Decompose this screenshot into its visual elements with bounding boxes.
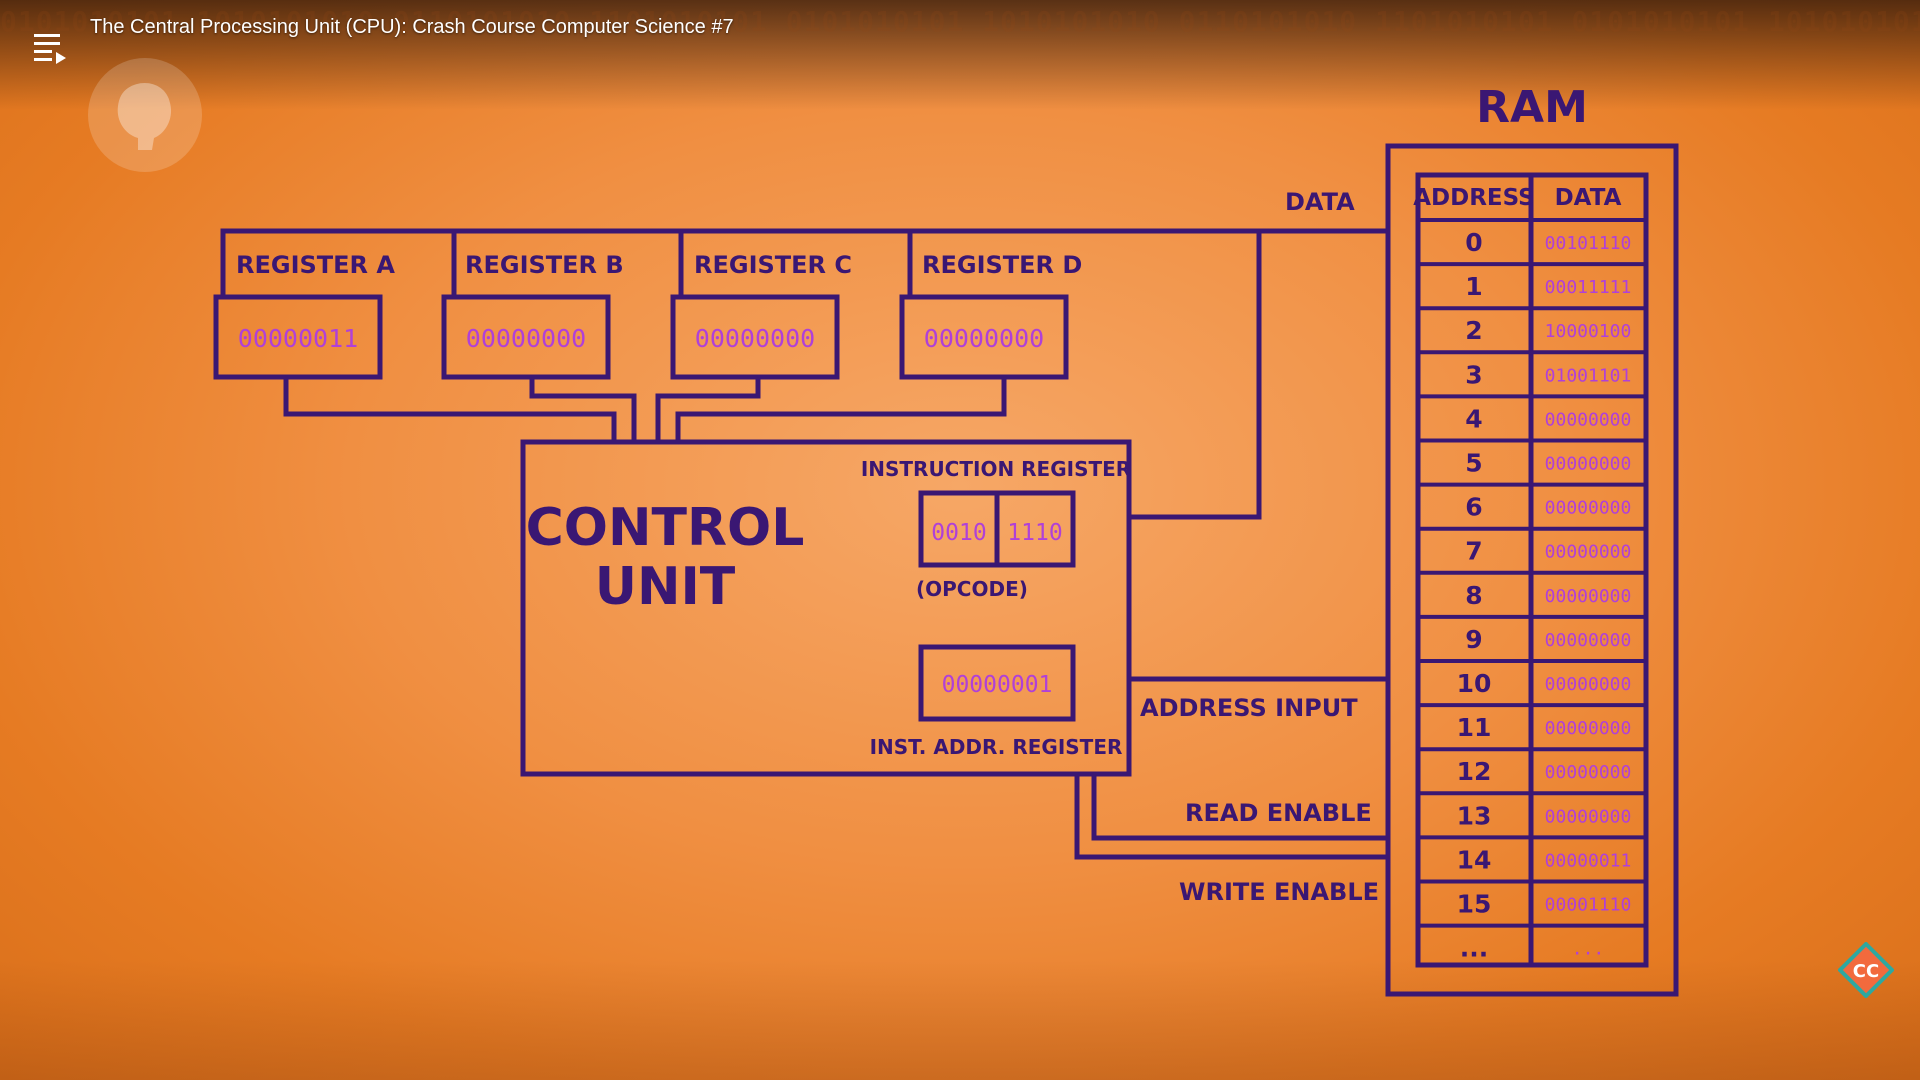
read-enable-label: READ ENABLE (1185, 799, 1372, 827)
ram-address-cell: 7 (1465, 537, 1482, 566)
ram-data-cell: 00000000 (1545, 454, 1632, 475)
operand-value: 1110 (1007, 520, 1062, 546)
ram-data-cell: 00000000 (1545, 409, 1632, 430)
ram-address-cell: 14 (1457, 845, 1492, 874)
ram-data-cell: 00000000 (1545, 718, 1632, 739)
ram-data-cell: 00001110 (1545, 895, 1632, 916)
top-gradient (0, 0, 1920, 110)
pbs-logo-icon (88, 58, 202, 172)
ram-address-cell: 15 (1457, 890, 1492, 919)
cc-badge-label: CC (1853, 961, 1879, 982)
ram-data-cell: 00000000 (1545, 542, 1632, 563)
ram-data-cell: 00011111 (1545, 277, 1632, 298)
write-enable-label: WRITE ENABLE (1179, 878, 1379, 906)
ram-data-cell: 00000000 (1545, 674, 1632, 695)
register-d-label: REGISTER D (922, 251, 1082, 279)
ram-address-cell: 8 (1465, 581, 1482, 610)
ram-column-data: DATA (1555, 185, 1622, 211)
register-a-label: REGISTER A (236, 251, 395, 279)
opcode-label: (OPCODE) (916, 577, 1028, 601)
register-a-value: 00000011 (238, 324, 358, 353)
ram-data-cell: 00000000 (1545, 762, 1632, 783)
ram-address-cell: 11 (1457, 713, 1492, 742)
ram-column-address: ADDRESS (1413, 185, 1535, 211)
crash-course-cc-icon[interactable]: CC (1837, 941, 1895, 999)
ram-data-cell: ... (1572, 939, 1605, 960)
ram-address-cell: 2 (1465, 316, 1482, 345)
inst-addr-label: INST. ADDR. REGISTER (870, 735, 1123, 759)
ram-title: RAM (1476, 82, 1588, 133)
register-b-label: REGISTER B (465, 251, 624, 279)
ram-data-cell: 00000000 (1545, 498, 1632, 519)
ram-data-cell: 10000100 (1545, 321, 1632, 342)
register-c-label: REGISTER C (694, 251, 852, 279)
register-b-value: 00000000 (466, 324, 586, 353)
ram-data-cell: 01001101 (1545, 365, 1632, 386)
playlist-icon[interactable] (30, 28, 70, 68)
address-input-label: ADDRESS INPUT (1140, 694, 1358, 722)
video-title[interactable]: The Central Processing Unit (CPU): Crash… (90, 16, 734, 38)
ram-address-cell: 9 (1465, 625, 1482, 654)
ram-address-cell: ... (1460, 934, 1489, 963)
ram-data-cell: 00101110 (1545, 233, 1632, 254)
ram-address-cell: 1 (1465, 272, 1482, 301)
control-unit-title-line2: UNIT (595, 557, 736, 617)
ram-address-cell: 13 (1457, 801, 1492, 830)
register-d-value: 00000000 (924, 324, 1044, 353)
ram-data-cell: 00000000 (1545, 586, 1632, 607)
ram-address-cell: 0 (1465, 228, 1482, 257)
ram-address-cell: 12 (1457, 757, 1492, 786)
ram-address-cell: 3 (1465, 360, 1482, 389)
ram-address-cell: 4 (1465, 404, 1482, 433)
inst-addr-value: 00000001 (942, 672, 1053, 698)
control-unit-title-line1: CONTROL (526, 498, 805, 558)
ram-data-cell: 00000000 (1545, 806, 1632, 827)
ram-data-cell: 00000000 (1545, 630, 1632, 651)
opcode-value: 0010 (931, 520, 986, 546)
instruction-register-label: INSTRUCTION REGISTER (861, 457, 1131, 481)
ram-data-cell: 00000011 (1545, 850, 1632, 871)
ram-address-cell: 10 (1457, 669, 1492, 698)
data-wire-label: DATA (1285, 188, 1355, 216)
ram-address-cell: 6 (1465, 493, 1482, 522)
register-c-value: 00000000 (695, 324, 815, 353)
ram-address-cell: 5 (1465, 449, 1482, 478)
bottom-gradient (0, 960, 1920, 1080)
